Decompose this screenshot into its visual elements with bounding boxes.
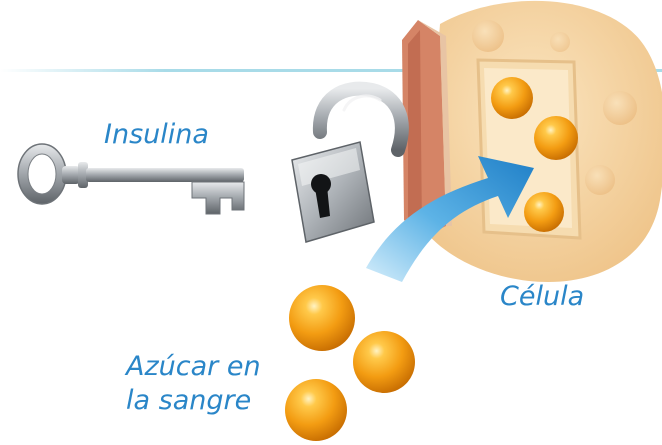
cell-label: Célula bbox=[500, 281, 585, 312]
top-divider-line bbox=[0, 69, 662, 72]
padlock-icon bbox=[291, 81, 409, 243]
blood-sugar-label-line2: la sangre bbox=[126, 385, 252, 416]
cell-illustration bbox=[402, 0, 662, 282]
sugar-ball-icon bbox=[285, 285, 415, 441]
insulin-label: Insulina bbox=[104, 119, 209, 150]
blood-sugar-label-line1: Azúcar en bbox=[126, 351, 261, 382]
sugar-in-cell bbox=[491, 77, 578, 232]
blood-sugar-label: Azúcar en la sangre bbox=[126, 350, 261, 418]
arrow-icon bbox=[366, 156, 534, 282]
key-icon bbox=[17, 143, 245, 215]
